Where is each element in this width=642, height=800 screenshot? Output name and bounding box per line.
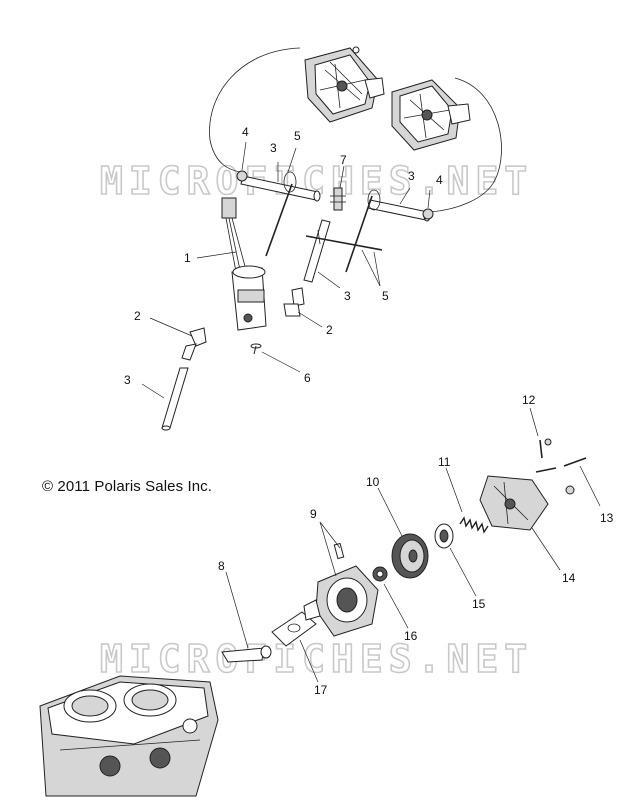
callout-5-top: 5 xyxy=(294,129,301,143)
copyright-notice: © 2011 Polaris Sales Inc. xyxy=(42,478,213,495)
gasket xyxy=(271,611,317,647)
clamp-right xyxy=(345,189,381,273)
callouts: 1 2 2 3 3 3 3 4 4 5 5 6 7 8 9 10 11 12 1… xyxy=(124,125,614,697)
callout-4-right: 4 xyxy=(436,173,443,187)
callout-7: 7 xyxy=(340,153,347,167)
fitting-tee xyxy=(330,187,346,211)
callout-8: 8 xyxy=(218,559,225,573)
callout-12: 12 xyxy=(522,393,536,407)
callout-13: 13 xyxy=(600,511,614,525)
callout-3-top-right: 3 xyxy=(408,169,415,183)
pump-body xyxy=(303,542,379,637)
engine-block xyxy=(39,675,219,797)
throttle-body-left xyxy=(304,46,385,123)
callout-10: 10 xyxy=(366,475,380,489)
connection-arc-right xyxy=(429,77,502,213)
elbow-fitting-right xyxy=(283,287,305,317)
pump-washer xyxy=(434,523,454,549)
elbow-fitting-left xyxy=(181,327,207,361)
callout-1: 1 xyxy=(184,251,191,265)
callout-17: 17 xyxy=(314,683,328,697)
bolt-12 xyxy=(539,438,552,459)
callout-3-top-left: 3 xyxy=(270,141,277,155)
clamp-cross xyxy=(305,229,383,251)
callout-5-bottom: 5 xyxy=(382,289,389,303)
hose-middle xyxy=(303,219,331,283)
throttle-body-right xyxy=(391,79,471,151)
screw-6 xyxy=(250,343,262,355)
pump-rotor xyxy=(372,566,388,582)
watermark-bottom: MICROFICHES.NET xyxy=(100,637,533,681)
pump-cover xyxy=(479,475,549,531)
callout-6: 6 xyxy=(304,371,311,385)
callout-2-left: 2 xyxy=(134,309,141,323)
callout-3-middle: 3 xyxy=(344,289,351,303)
clamp-left xyxy=(265,171,297,257)
callout-4-left: 4 xyxy=(242,125,249,139)
hose-lower-left xyxy=(161,367,189,431)
callout-9: 9 xyxy=(310,507,317,521)
pump-spring xyxy=(459,516,489,534)
connection-arc-left xyxy=(209,47,301,173)
pump-gear xyxy=(391,533,429,579)
callout-2-right: 2 xyxy=(326,323,333,337)
bolt-13 xyxy=(535,457,587,495)
callout-15: 15 xyxy=(472,597,486,611)
callout-3-lower-left: 3 xyxy=(124,373,131,387)
hose-top-right xyxy=(367,199,431,222)
callout-14: 14 xyxy=(562,571,576,585)
cap-left xyxy=(236,170,248,182)
callout-16: 16 xyxy=(404,629,418,643)
cap-right xyxy=(422,208,434,220)
outlet-fitting xyxy=(221,645,272,663)
leader-lines xyxy=(141,141,601,683)
valve-assembly xyxy=(221,197,267,331)
callout-11: 11 xyxy=(438,455,451,469)
